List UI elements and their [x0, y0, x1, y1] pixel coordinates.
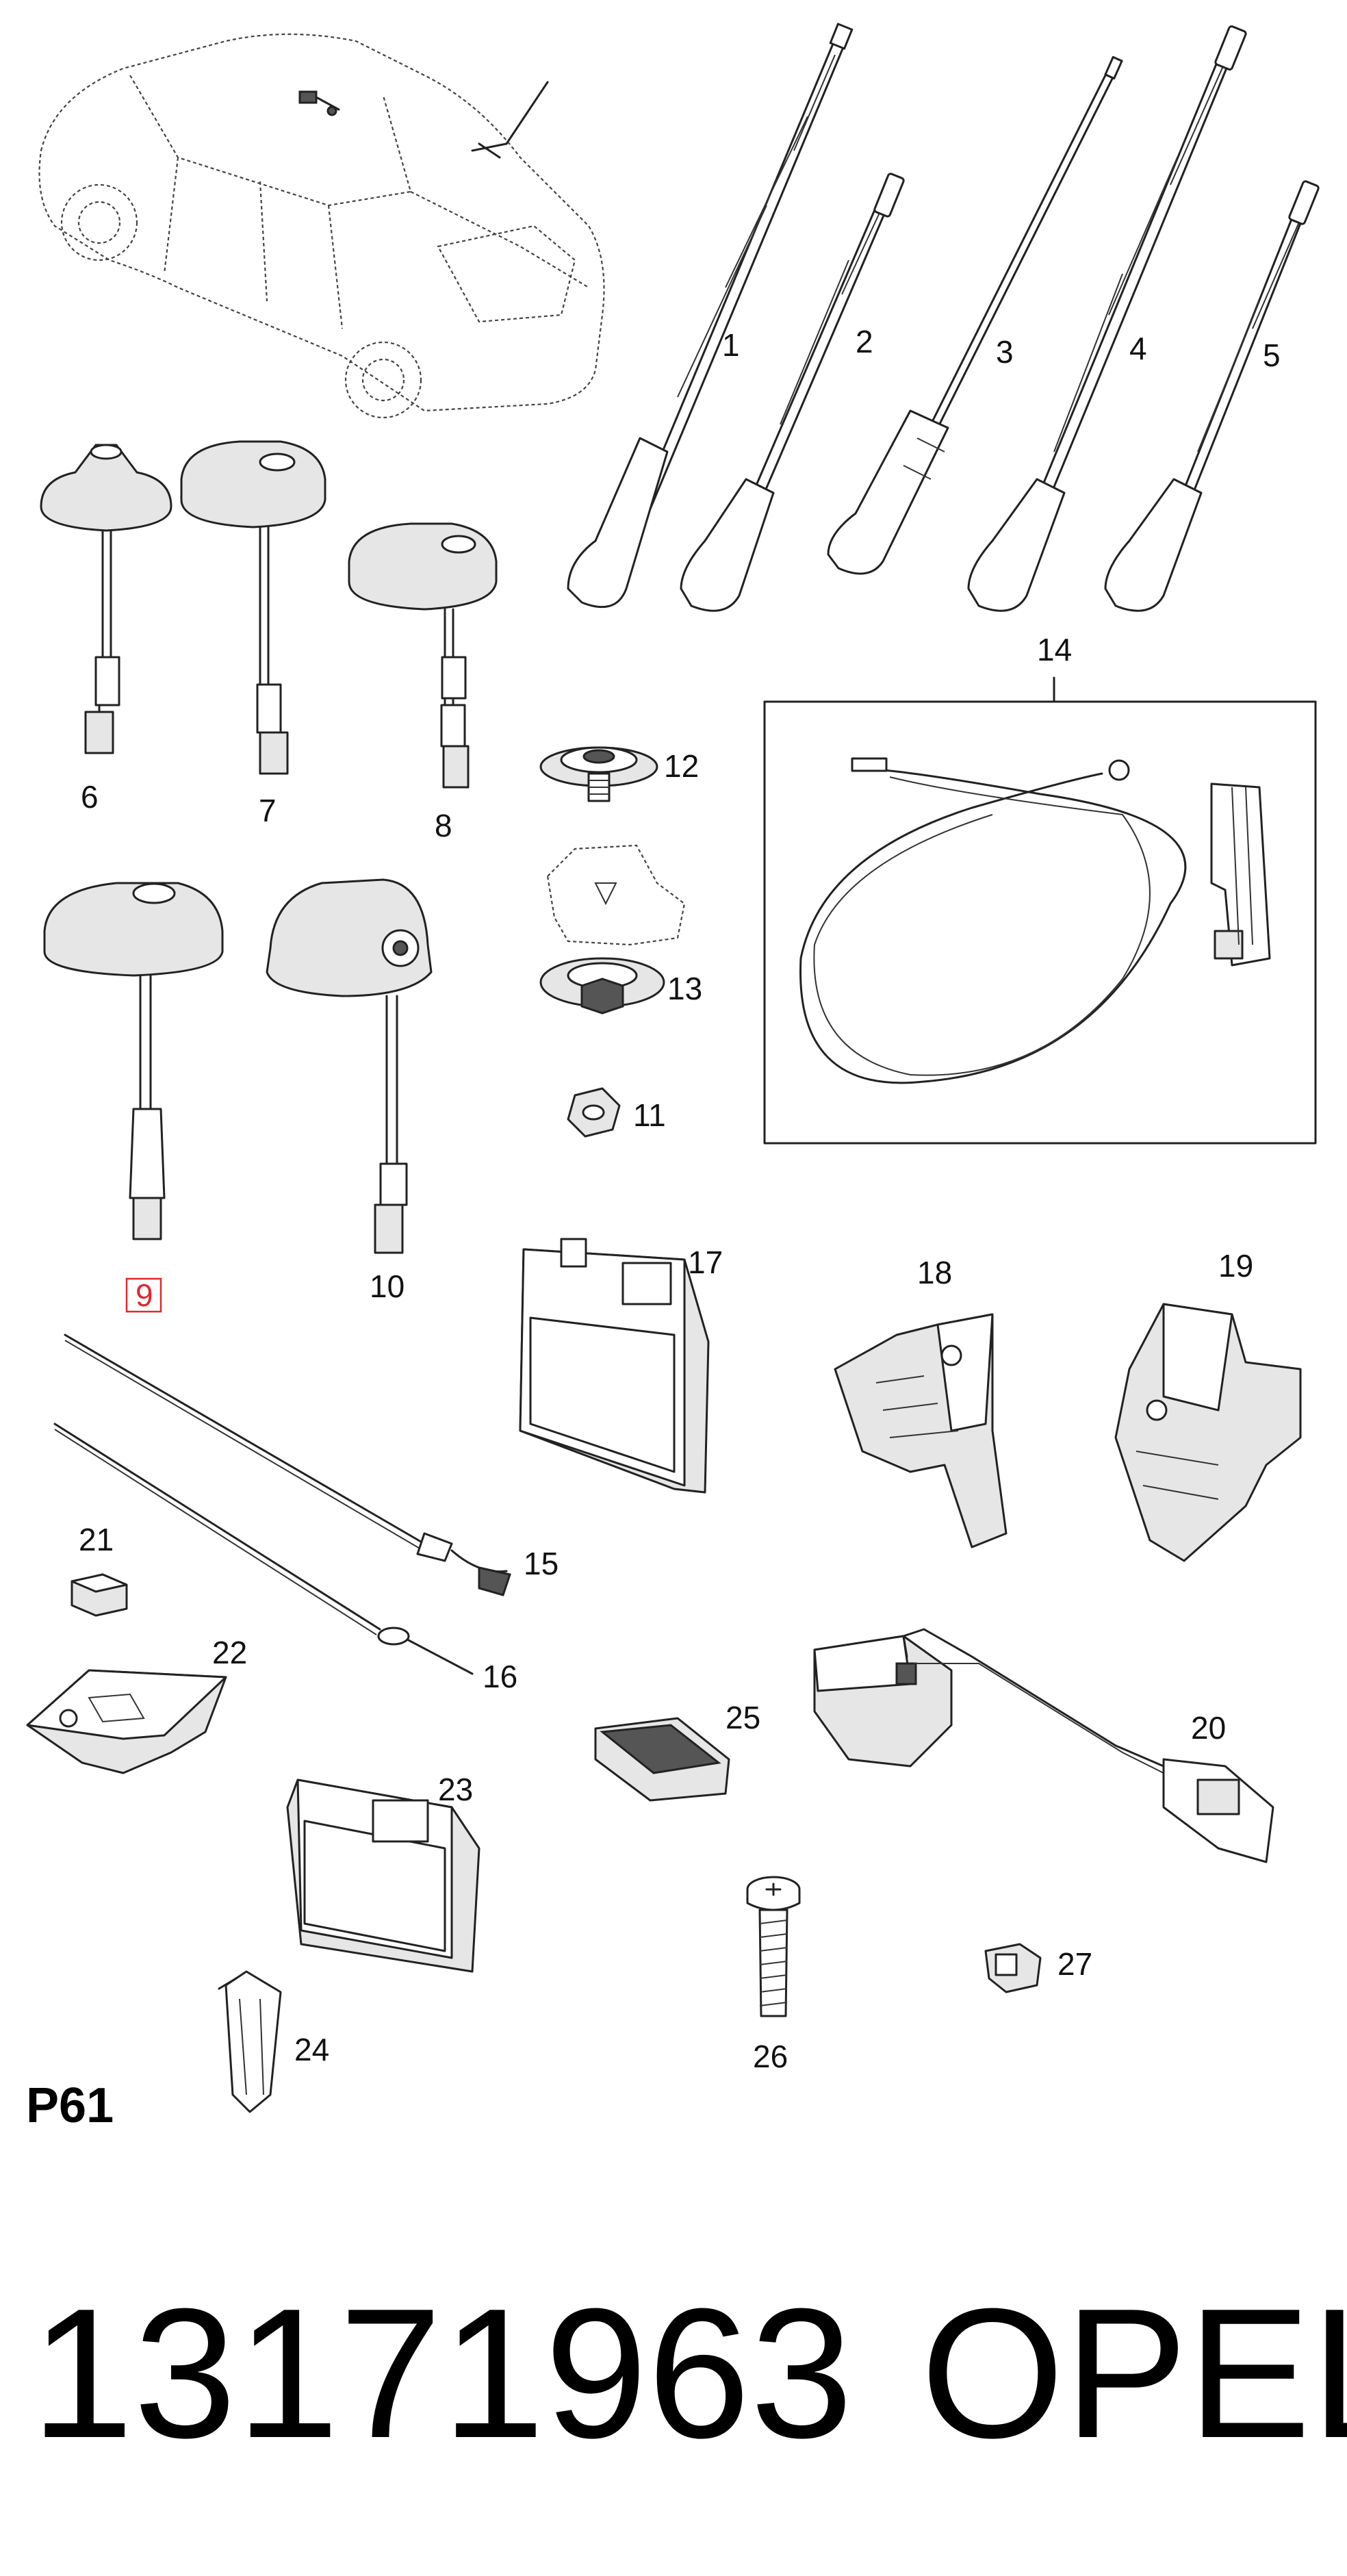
- callout-9-highlight: 9: [125, 1277, 162, 1313]
- callout-23: 23: [438, 1772, 473, 1807]
- antenna-mast-3: [827, 55, 1123, 575]
- callout-9-box: [125, 1277, 162, 1313]
- callout-3: 3: [996, 334, 1014, 370]
- antenna-base-7: [180, 440, 326, 775]
- part-number: 13171963: [31, 2271, 853, 2477]
- callout-22: 22: [212, 1635, 247, 1670]
- callout-12: 12: [664, 748, 699, 784]
- gasket-13: [539, 844, 686, 1015]
- cable-16: [53, 1423, 474, 1675]
- antenna-base-6: [40, 444, 172, 754]
- clip-27: [984, 1943, 1042, 1993]
- vehicle-illustration: [38, 33, 605, 419]
- callout-25: 25: [726, 1700, 760, 1735]
- bracket-18: [834, 1313, 1008, 1548]
- callout-26: 26: [753, 2039, 788, 2074]
- plate-22: [26, 1669, 227, 1774]
- callout-6: 6: [81, 779, 99, 815]
- callout-19: 19: [1218, 1248, 1253, 1284]
- panel-code: P61: [26, 2078, 114, 2133]
- gasket-12: [539, 746, 658, 802]
- callout-15: 15: [524, 1546, 559, 1581]
- callout-24: 24: [294, 2032, 329, 2067]
- callout-18: 18: [917, 1255, 952, 1290]
- callout-14: 14: [1037, 632, 1072, 667]
- callout-4: 4: [1129, 331, 1147, 366]
- bracket-19: [1114, 1303, 1302, 1562]
- callout-9: 9: [136, 1277, 153, 1313]
- clip-24: [218, 1970, 282, 2113]
- callout-16: 16: [483, 1659, 517, 1694]
- cable-assembly-14: [763, 676, 1317, 1145]
- screw-26: [746, 1876, 801, 2017]
- antenna-base-9: [43, 882, 224, 1240]
- callout-10: 10: [370, 1268, 405, 1304]
- callout-5: 5: [1263, 337, 1281, 373]
- connector-20: [813, 1628, 1274, 1863]
- callout-20: 20: [1191, 1710, 1226, 1746]
- module-17: [519, 1238, 710, 1494]
- antenna-mast-2: [680, 173, 905, 612]
- module-23: [286, 1778, 480, 1973]
- cable-15: [64, 1334, 511, 1596]
- callout-21: 21: [79, 1522, 114, 1557]
- callout-1: 1: [722, 327, 740, 363]
- antenna-base-8: [348, 522, 498, 789]
- module-25: [594, 1717, 730, 1802]
- brand-label: OPEL: [921, 2271, 1347, 2477]
- callout-7: 7: [259, 793, 277, 828]
- antenna-mast-1: [567, 23, 854, 609]
- callout-2: 2: [856, 324, 873, 359]
- callout-13: 13: [667, 971, 702, 1006]
- clip-21: [70, 1573, 128, 1617]
- nut-11: [567, 1087, 621, 1138]
- antenna-mast-5: [1104, 180, 1320, 612]
- callout-8: 8: [435, 808, 452, 843]
- callout-17: 17: [688, 1245, 723, 1280]
- callout-11: 11: [633, 1097, 666, 1133]
- callout-27: 27: [1057, 1946, 1092, 1982]
- antenna-mast-4: [967, 25, 1247, 612]
- antenna-base-10: [266, 878, 433, 1254]
